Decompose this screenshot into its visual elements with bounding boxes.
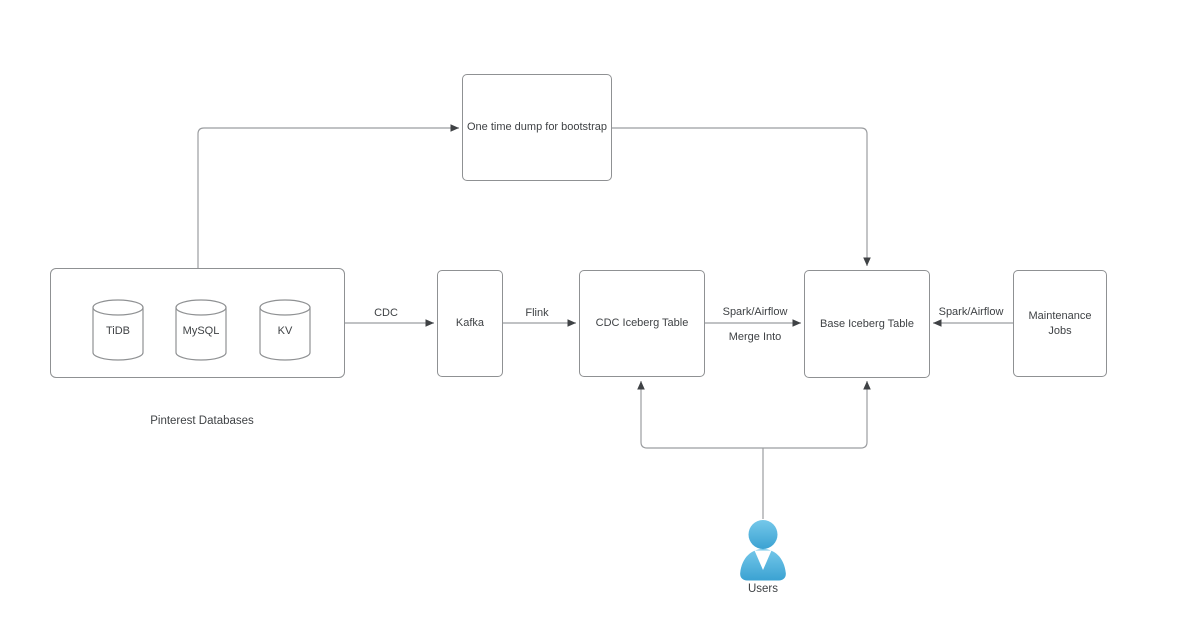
- user-person-icon: [740, 520, 786, 581]
- db-label-mysql: MySQL: [182, 325, 220, 337]
- node-maintenance-jobs-label: Maintenance Jobs: [1028, 309, 1092, 337]
- edge-label-spark-airflow-maintenance: Spark/Airflow: [936, 306, 1006, 318]
- node-kafka: Kafka: [437, 270, 503, 377]
- node-base-iceberg-label: Base Iceberg Table: [820, 317, 914, 330]
- edge-bootstrap-to-base-iceberg: [612, 127, 871, 266]
- db-label-kv: KV: [277, 325, 293, 337]
- node-base-iceberg-table: Base Iceberg Table: [804, 270, 930, 378]
- edge-users-to-cdc-iceberg: [637, 381, 763, 449]
- edge-label-spark-airflow-merge: Spark/Airflow: [720, 306, 790, 318]
- database-cylinder-icon: [259, 299, 311, 361]
- node-bootstrap-label: One time dump for bootstrap: [467, 121, 608, 134]
- node-bootstrap: One time dump for bootstrap: [462, 74, 612, 181]
- node-cdc-iceberg-label: CDC Iceberg Table: [595, 317, 689, 330]
- edge-label-merge-into: Merge Into: [726, 331, 784, 343]
- node-cdc-iceberg-table: CDC Iceberg Table: [579, 270, 705, 377]
- node-kafka-label: Kafka: [455, 317, 485, 330]
- users-label: Users: [747, 583, 779, 595]
- database-cylinder-icon: [92, 299, 144, 361]
- node-users: [736, 519, 790, 583]
- edge-pinterest-to-bootstrap: [197, 124, 459, 268]
- edge-label-flink: Flink: [523, 307, 551, 319]
- db-label-tidb: TiDB: [105, 325, 131, 337]
- db-cylinder-tidb: TiDB: [92, 299, 144, 361]
- pinterest-databases-caption: Pinterest Databases: [150, 415, 254, 427]
- edge-label-cdc: CDC: [372, 307, 400, 319]
- database-cylinder-icon: [175, 299, 227, 361]
- db-cylinder-kv: KV: [259, 299, 311, 361]
- db-cylinder-mysql: MySQL: [175, 299, 227, 361]
- edge-users-to-base-iceberg: [763, 381, 871, 449]
- node-maintenance-jobs: Maintenance Jobs: [1013, 270, 1107, 377]
